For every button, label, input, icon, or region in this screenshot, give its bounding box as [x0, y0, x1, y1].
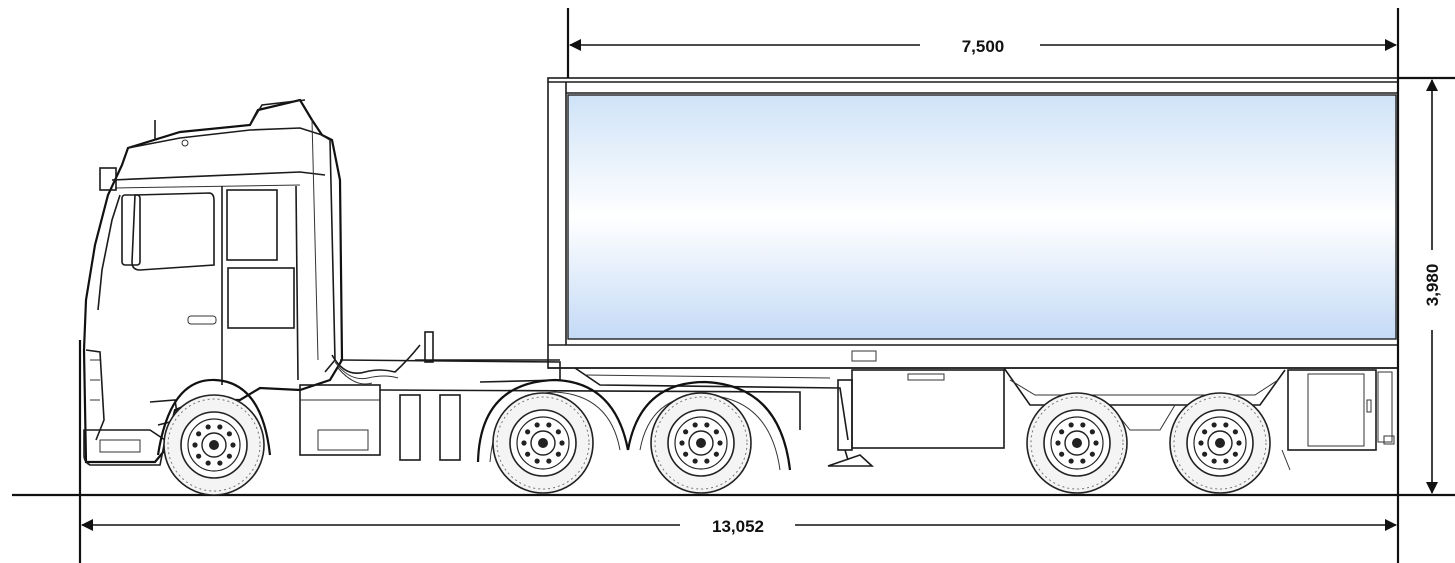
bumper	[83, 429, 166, 466]
front-wheel	[163, 394, 265, 496]
overall-length-label: 13,052	[712, 517, 764, 536]
storage-box	[851, 369, 1005, 449]
overall-height-label: 3,980	[1423, 264, 1442, 307]
drive-wheel-2	[650, 392, 752, 494]
trailer-length-label: 7,500	[962, 37, 1005, 56]
dimension-bottom: 13,052	[78, 340, 1400, 563]
landing-gear	[827, 379, 875, 467]
wheels	[163, 392, 1271, 496]
air-hose	[331, 344, 421, 374]
drive-wheel-1	[492, 392, 594, 494]
fuel-tank	[299, 384, 381, 456]
trailer-wheel-1	[1026, 392, 1128, 494]
dimension-right: 3,980	[1398, 76, 1455, 494]
rear-cabinet	[1287, 369, 1377, 451]
door-window	[131, 192, 215, 271]
trailer-side-panel	[567, 94, 1397, 340]
trailer	[547, 77, 1399, 471]
trailer-wheel-2	[1169, 392, 1271, 494]
mirror	[99, 167, 117, 191]
dimension-top: 7,500	[566, 8, 1400, 495]
